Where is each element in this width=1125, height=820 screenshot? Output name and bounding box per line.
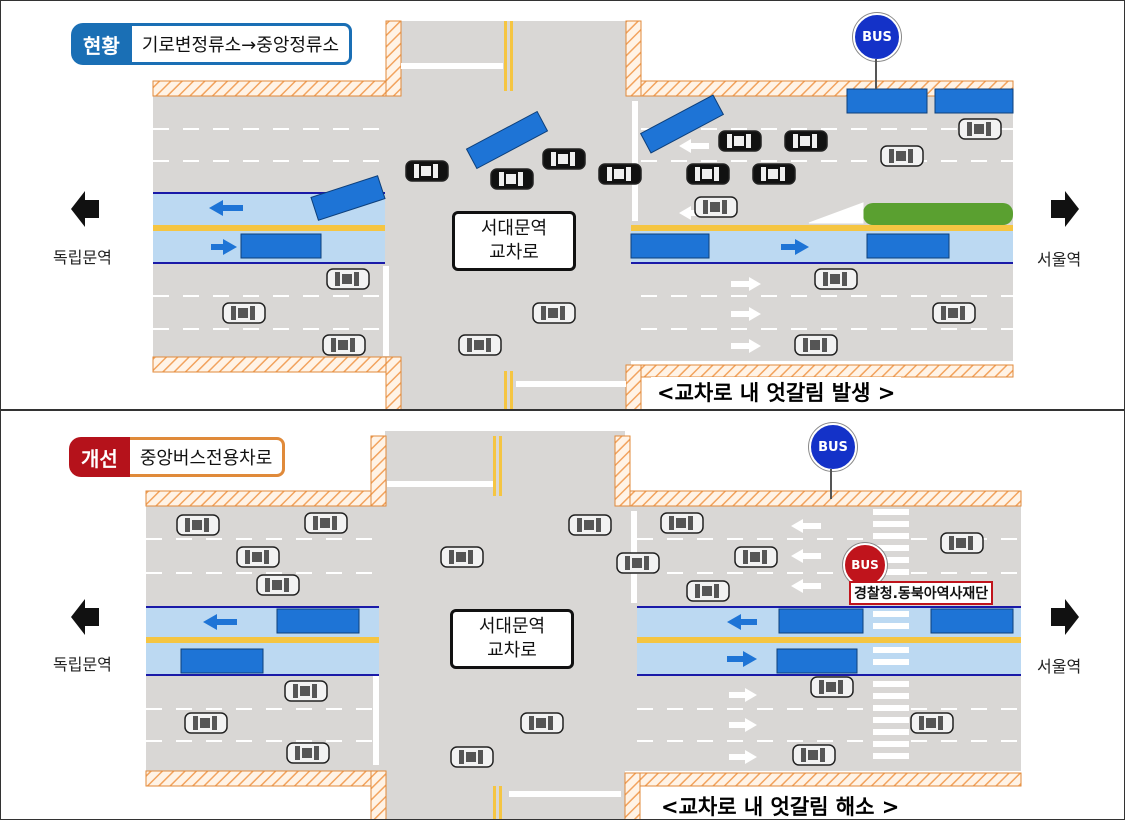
intersection-type: 교차로 xyxy=(487,640,537,661)
car-icon xyxy=(932,302,976,324)
car-icon xyxy=(326,268,370,290)
car-icon xyxy=(784,130,828,152)
sign-pole xyxy=(875,59,877,89)
car-icon xyxy=(958,118,1002,140)
car-icon xyxy=(694,196,738,218)
car-icon xyxy=(568,514,612,536)
car-icon xyxy=(405,160,449,182)
car-icon xyxy=(940,532,984,554)
status-tag: 개선 xyxy=(69,437,130,477)
car-icon xyxy=(256,574,300,596)
sidewalk xyxy=(152,80,392,97)
bus xyxy=(630,233,710,259)
eastbound-direction-icon xyxy=(1065,191,1079,227)
car-icon xyxy=(752,163,796,185)
bus-stop-sign: BUS xyxy=(809,423,857,471)
bus-stop-sign: BUS xyxy=(853,13,901,61)
car-icon xyxy=(490,168,534,190)
car-icon xyxy=(794,334,838,356)
car-icon xyxy=(520,712,564,734)
car-icon xyxy=(236,546,280,568)
car-icon xyxy=(304,512,348,534)
car-icon xyxy=(598,163,642,185)
intersection-name: 서대문역 xyxy=(480,218,548,239)
car-icon xyxy=(450,746,494,768)
sidewalk xyxy=(385,20,402,97)
car-icon xyxy=(616,552,660,574)
car-icon xyxy=(686,163,730,185)
caption: <교차로 내 엇갈림 해소 > xyxy=(655,791,906,819)
title-badge: 현황 기로변정류소→중앙정류소 xyxy=(71,23,353,65)
panel-improved: 개선 중앙버스전용차로 BUS BUS 경찰청.동북아역사재단 독립문역 서울역… xyxy=(0,410,1125,820)
west-station-label: 독립문역 xyxy=(53,655,112,674)
car-icon xyxy=(814,268,858,290)
bus xyxy=(934,88,1014,114)
car-icon xyxy=(810,676,854,698)
bus xyxy=(310,175,386,221)
westbound-direction-icon xyxy=(71,599,85,635)
sidewalk xyxy=(625,364,642,409)
sign-pole xyxy=(830,469,832,499)
status-tag: 현황 xyxy=(71,23,132,65)
car-icon xyxy=(532,302,576,324)
east-station-label: 서울역 xyxy=(1037,657,1082,676)
intersection-type: 교차로 xyxy=(489,242,539,263)
car-icon xyxy=(184,712,228,734)
eastbound-lane-arrow xyxy=(781,239,809,255)
title-text: 중앙버스전용차로 xyxy=(129,437,286,477)
car-icon xyxy=(284,680,328,702)
intersection-label: 서대문역 교차로 xyxy=(452,211,576,271)
title-badge: 개선 중앙버스전용차로 xyxy=(69,437,286,477)
bus xyxy=(639,94,725,154)
bus xyxy=(846,88,928,114)
title-text: 기로변정류소→중앙정류소 xyxy=(131,23,353,65)
car-icon xyxy=(286,742,330,764)
car-icon xyxy=(542,148,586,170)
eastbound-lane-arrow xyxy=(211,239,237,255)
sidewalk xyxy=(385,356,402,409)
caption: <교차로 내 엇갈림 발생 > xyxy=(651,377,902,407)
west-station-label: 독립문역 xyxy=(53,248,112,267)
eastbound-direction-icon xyxy=(1065,599,1079,635)
bus xyxy=(465,110,549,170)
intersection-map-improved xyxy=(145,431,1022,819)
car-icon xyxy=(792,744,836,766)
panel-current: 현황 기로변정류소→중앙정류소 BUS 독립문역 서울역 서대문역 교차로 <교… xyxy=(0,0,1125,410)
westbound-direction-icon xyxy=(71,191,85,227)
car-icon xyxy=(440,546,484,568)
car-icon xyxy=(718,130,762,152)
green-median xyxy=(863,203,1013,225)
bus xyxy=(240,233,322,259)
sidewalk xyxy=(640,364,1014,378)
bus-stop-name: 경찰청.동북아역사재단 xyxy=(849,581,994,605)
car-icon xyxy=(458,334,502,356)
car-icon xyxy=(322,334,366,356)
sidewalk xyxy=(625,20,642,97)
westbound-lane-arrow xyxy=(209,200,243,216)
east-station-label: 서울역 xyxy=(1037,250,1082,269)
car-icon xyxy=(176,514,220,536)
car-icon xyxy=(660,512,704,534)
intersection-label: 서대문역 교차로 xyxy=(450,609,574,669)
intersection-name: 서대문역 xyxy=(478,616,546,637)
car-icon xyxy=(880,145,924,167)
car-icon xyxy=(686,580,730,602)
car-icon xyxy=(734,546,778,568)
bus xyxy=(866,233,950,259)
sidewalk xyxy=(152,356,392,373)
car-icon xyxy=(910,712,954,734)
car-icon xyxy=(222,302,266,324)
